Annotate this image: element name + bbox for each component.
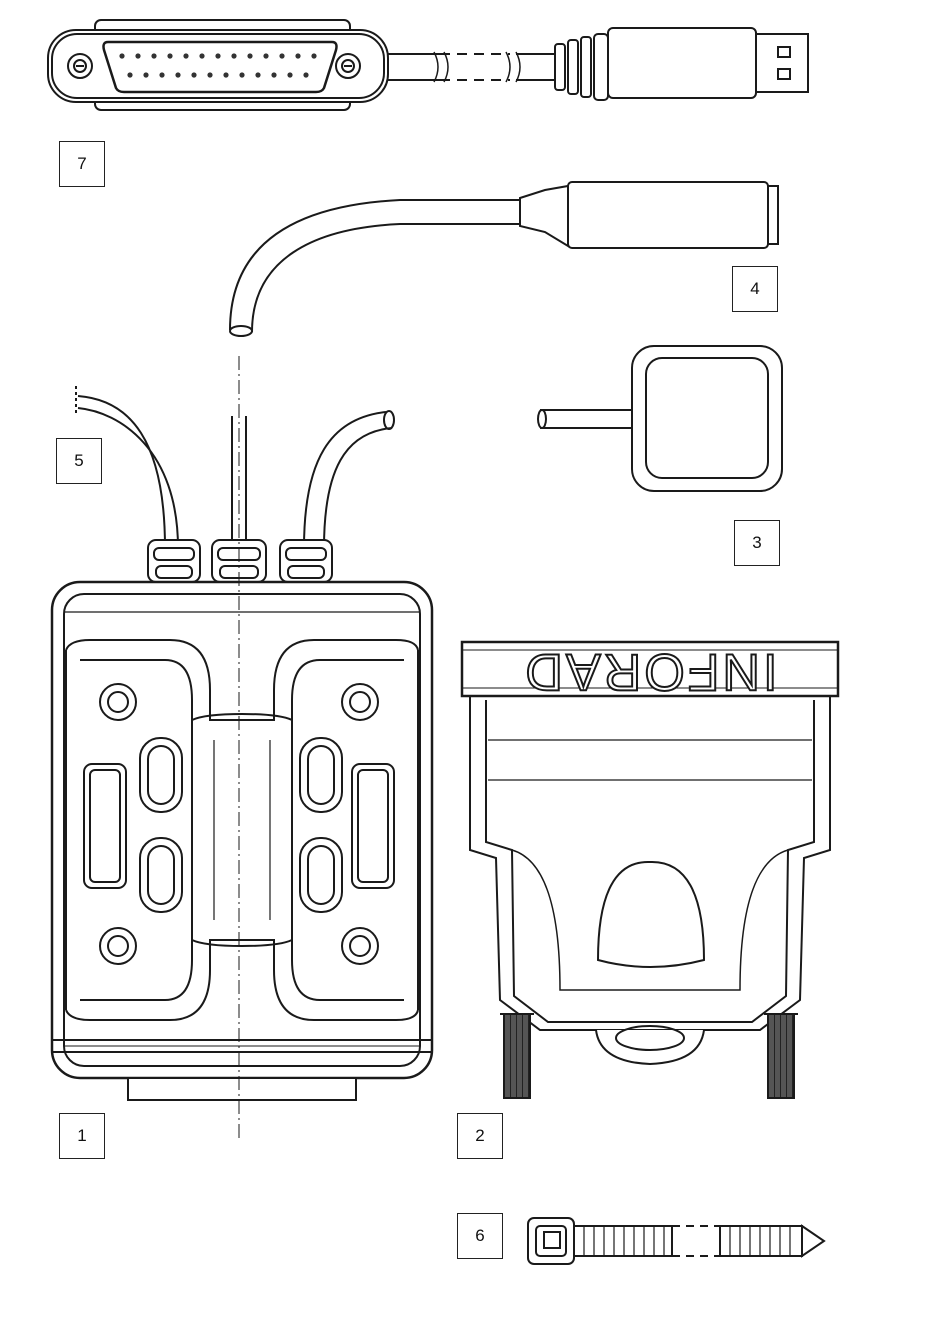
callout-3-label: 3 (752, 533, 761, 553)
db25-usb-cable-icon (48, 20, 808, 110)
callout-1: 1 (59, 1113, 105, 1159)
main-unit-icon (52, 356, 432, 1138)
inforad-brand-text: INFORAD (523, 642, 778, 700)
callout-5: 5 (56, 438, 102, 484)
callout-7: 7 (59, 141, 105, 187)
callout-3: 3 (734, 520, 780, 566)
usb-extension-cable-icon (230, 182, 778, 336)
callout-2: 2 (457, 1113, 503, 1159)
power-wire-icon (76, 386, 394, 548)
callout-2-label: 2 (475, 1126, 484, 1146)
callout-4: 4 (732, 266, 778, 312)
callout-5-label: 5 (74, 451, 83, 471)
db25-connector-housing-icon (462, 642, 838, 1098)
callout-4-label: 4 (750, 279, 759, 299)
cable-tie-icon (528, 1218, 824, 1264)
callout-1-label: 1 (77, 1126, 86, 1146)
callout-6-label: 6 (475, 1226, 484, 1246)
callout-6: 6 (457, 1213, 503, 1259)
gps-antenna-pad-icon (538, 346, 782, 491)
callout-7-label: 7 (77, 154, 86, 174)
